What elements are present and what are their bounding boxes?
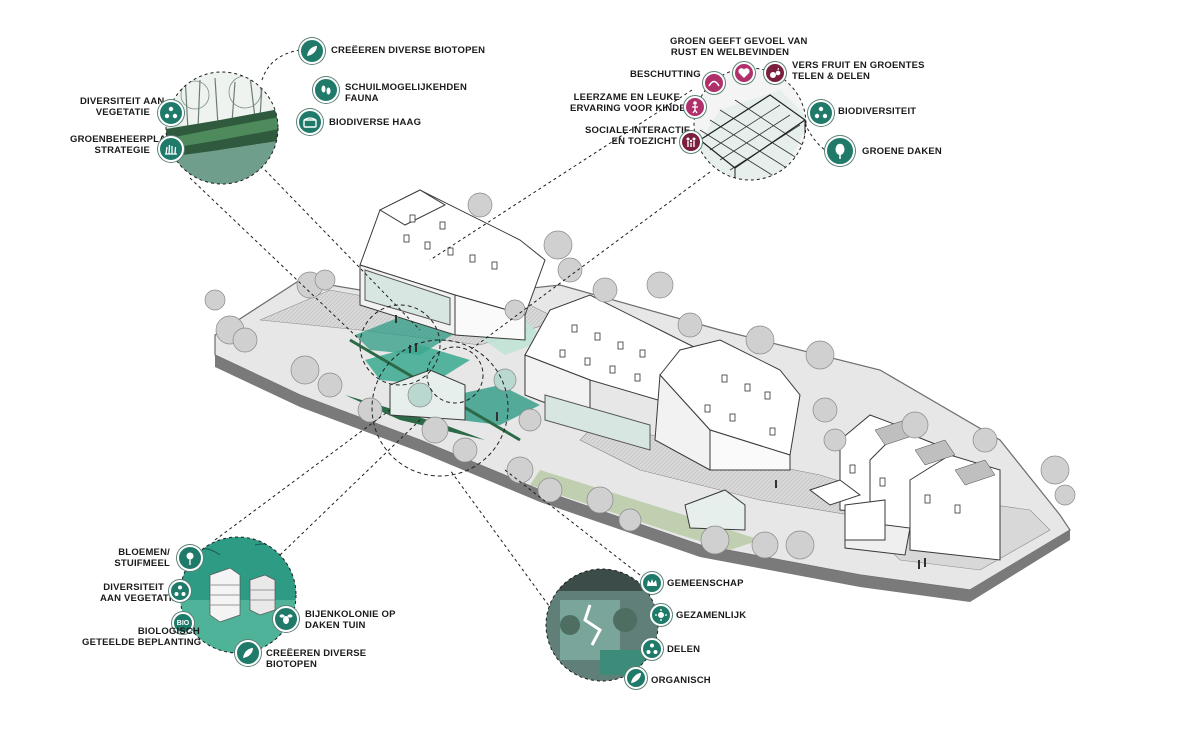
tree-icon (825, 136, 855, 166)
label-vers-fruit: Vers fruit en groentes telen & delen (792, 60, 925, 82)
building-windows (403, 214, 961, 514)
label-bijenkolonie: Bijenkolonie op daken tuin (305, 609, 396, 631)
flower-icon (177, 545, 203, 571)
leaf-icon (625, 667, 647, 689)
footprints-icon (313, 77, 339, 103)
leaf-icon (299, 38, 325, 64)
people-figures (395, 315, 926, 569)
trees (204, 192, 1076, 560)
crown-icon (641, 572, 663, 594)
network-icon (808, 100, 834, 126)
label-delen: Delen (667, 644, 701, 655)
leaf-icon (235, 640, 261, 666)
label-bloemen-stuifmeel: Bloemen/ stuifmeel (114, 547, 170, 569)
label-biologisch-beplanting: Biologisch geteelde beplanting (82, 626, 202, 648)
handshake-icon (650, 604, 672, 626)
focus-circle-courtyard (371, 339, 509, 477)
label-beschutting: Beschutting (630, 69, 701, 80)
label-gemeenschap: Gemeenschap (667, 578, 744, 589)
bio-badge: BIO (172, 612, 194, 634)
label-sociale-interactie: Sociale interactie en toezicht (585, 125, 691, 147)
shelter-icon (703, 72, 725, 94)
label-diversiteit-aan-vegetatie-top: Diversiteit aan vegetatie (80, 96, 165, 118)
child-icon (684, 96, 706, 118)
hedge-icon (297, 109, 323, 135)
label-gezamenlijk: Gezamenlijk (676, 610, 747, 621)
label-groenbeheerplan-strategie: Groenbeheerplan strategie (70, 134, 174, 156)
label-creeeren-biotopen-bottom: Creëeren diverse biotopen (266, 648, 367, 670)
label-groen-geeft-gevoel: Groen geeft gevoel van rust en welbevind… (670, 36, 808, 58)
grass-icon (158, 136, 184, 162)
network-icon (158, 100, 184, 126)
label-leerzame-ervaring: Leerzame en leuke ervaring voor kinderen (570, 92, 707, 114)
focus-circle-greenhouse (426, 346, 484, 404)
network-icon (169, 580, 191, 602)
label-biodiversiteit: Biodiversiteit (838, 106, 917, 117)
label-creeeren-diverse-biotopen: Creëeren diverse biotopen (331, 45, 486, 56)
label-schuilmogelijkheden-fauna: Schuilmogelijkehden fauna (345, 82, 468, 104)
label-groene-daken: Groene daken (862, 146, 942, 157)
focus-circle-roof (359, 304, 441, 386)
leader-lines (189, 49, 826, 611)
network-icon (641, 638, 663, 660)
heart-icon (733, 62, 755, 84)
inset-greenhouse (693, 67, 807, 181)
fruit-icon (764, 62, 786, 84)
label-diversiteit-vegetatie-bottom: Diversiteit aan vegetatie (100, 582, 179, 604)
bee-icon (273, 606, 299, 632)
inset-courtyard (545, 568, 659, 682)
label-biodiverse-haag: Biodiverse haag (329, 117, 422, 128)
label-organisch: Organisch (651, 675, 711, 686)
family-icon (680, 131, 702, 153)
